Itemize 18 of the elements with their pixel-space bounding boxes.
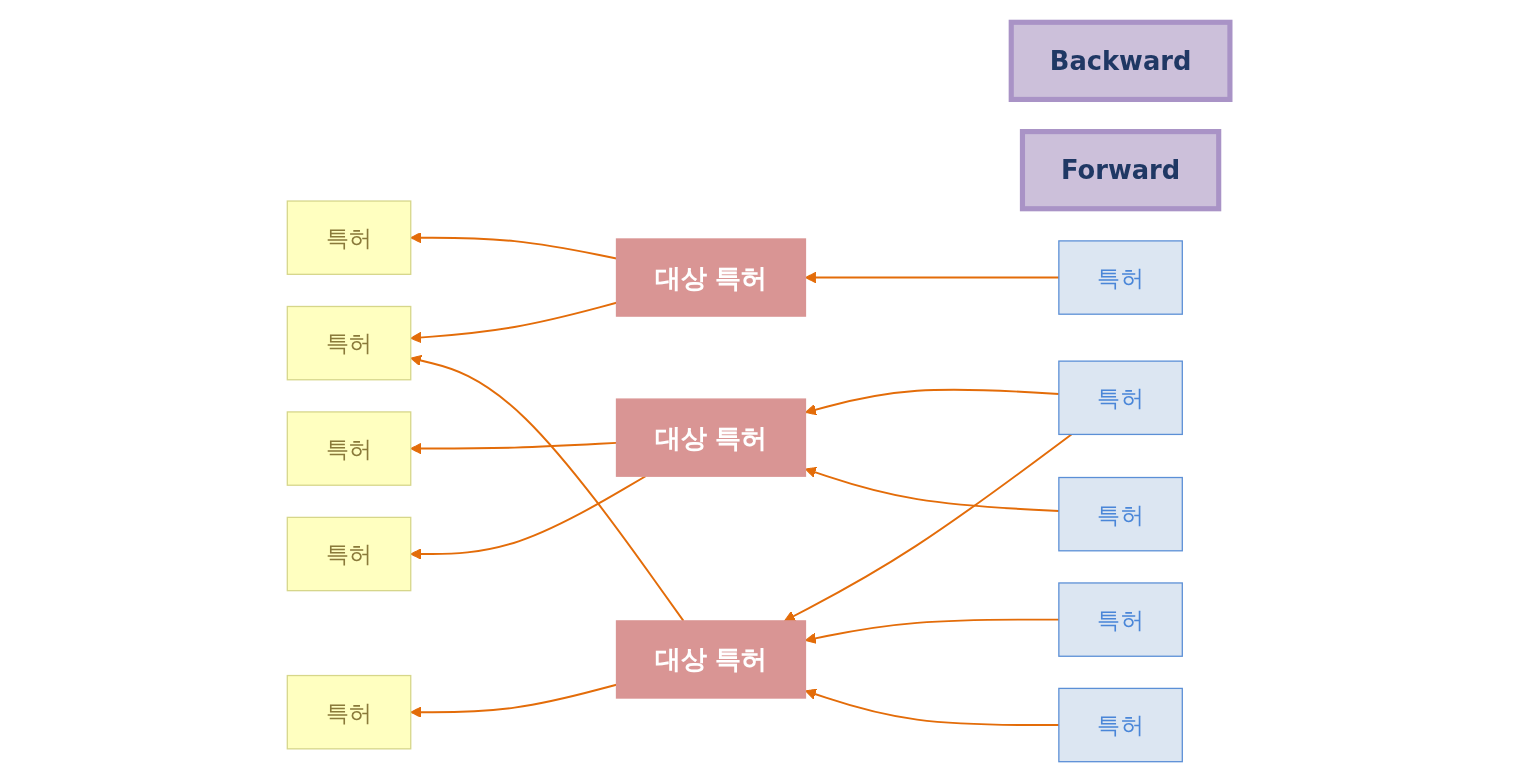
arrow — [410, 475, 647, 560]
node-box: 특허 — [1058, 240, 1183, 315]
node-box: 대상 특허 — [615, 398, 807, 477]
node-box: 특허 — [286, 305, 412, 381]
arrow — [410, 355, 685, 622]
arrow — [783, 433, 1073, 622]
node-box: 특허 — [286, 200, 412, 275]
node-box: Backward — [1008, 19, 1233, 102]
node-box: 특허 — [286, 411, 412, 486]
node-box: 특허 — [1058, 582, 1183, 657]
node-box: Forward — [1019, 129, 1222, 212]
node-box: 대상 특허 — [615, 620, 807, 699]
node-box: 특허 — [286, 516, 412, 592]
node-box: 특허 — [1058, 360, 1183, 436]
node-box: 특허 — [286, 674, 412, 750]
node-box: 특허 — [1058, 476, 1183, 552]
node-box: 특허 — [1058, 687, 1183, 763]
node-box: 대상 특허 — [615, 238, 807, 317]
